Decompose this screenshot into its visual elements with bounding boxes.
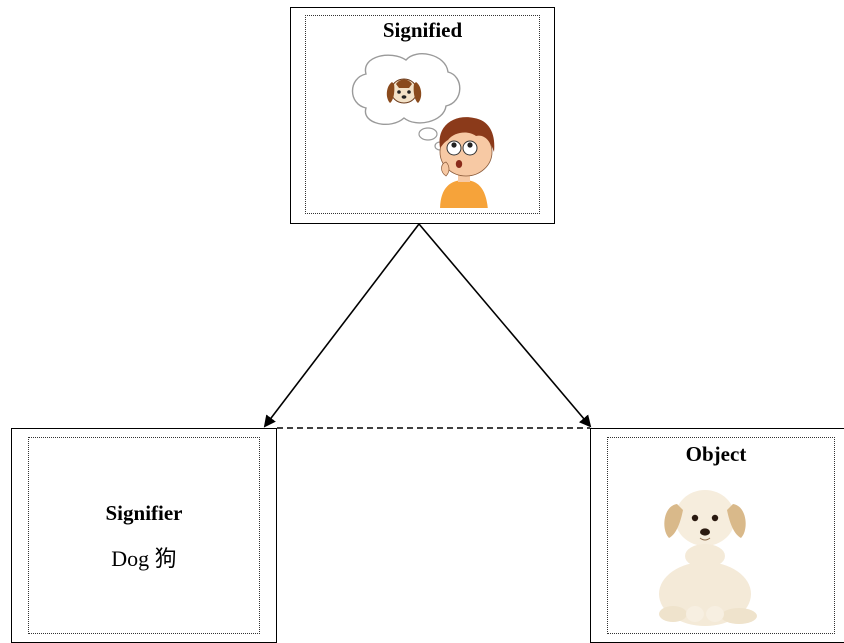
object-box: Object	[590, 428, 844, 643]
arrow-to-object	[418, 223, 592, 428]
signifier-box: Signifier Dog 狗	[11, 428, 277, 643]
arrow-to-signifier	[263, 223, 420, 428]
signifier-title: Signifier	[105, 501, 183, 525]
thinking-boy-illustration	[351, 53, 495, 208]
boy-icon	[439, 117, 495, 208]
object-title: Object	[685, 442, 747, 466]
signified-box: Signified	[290, 7, 555, 224]
object-inner-frame: Object	[607, 437, 835, 634]
signified-title: Signified	[382, 18, 463, 42]
signifier-text: Dog 狗	[111, 546, 177, 571]
signifier-inner-frame: Signifier Dog 狗	[28, 437, 260, 634]
signified-inner-frame: Signified	[305, 15, 540, 214]
puppy-face-icon	[386, 78, 422, 104]
puppy-photo	[659, 490, 757, 626]
